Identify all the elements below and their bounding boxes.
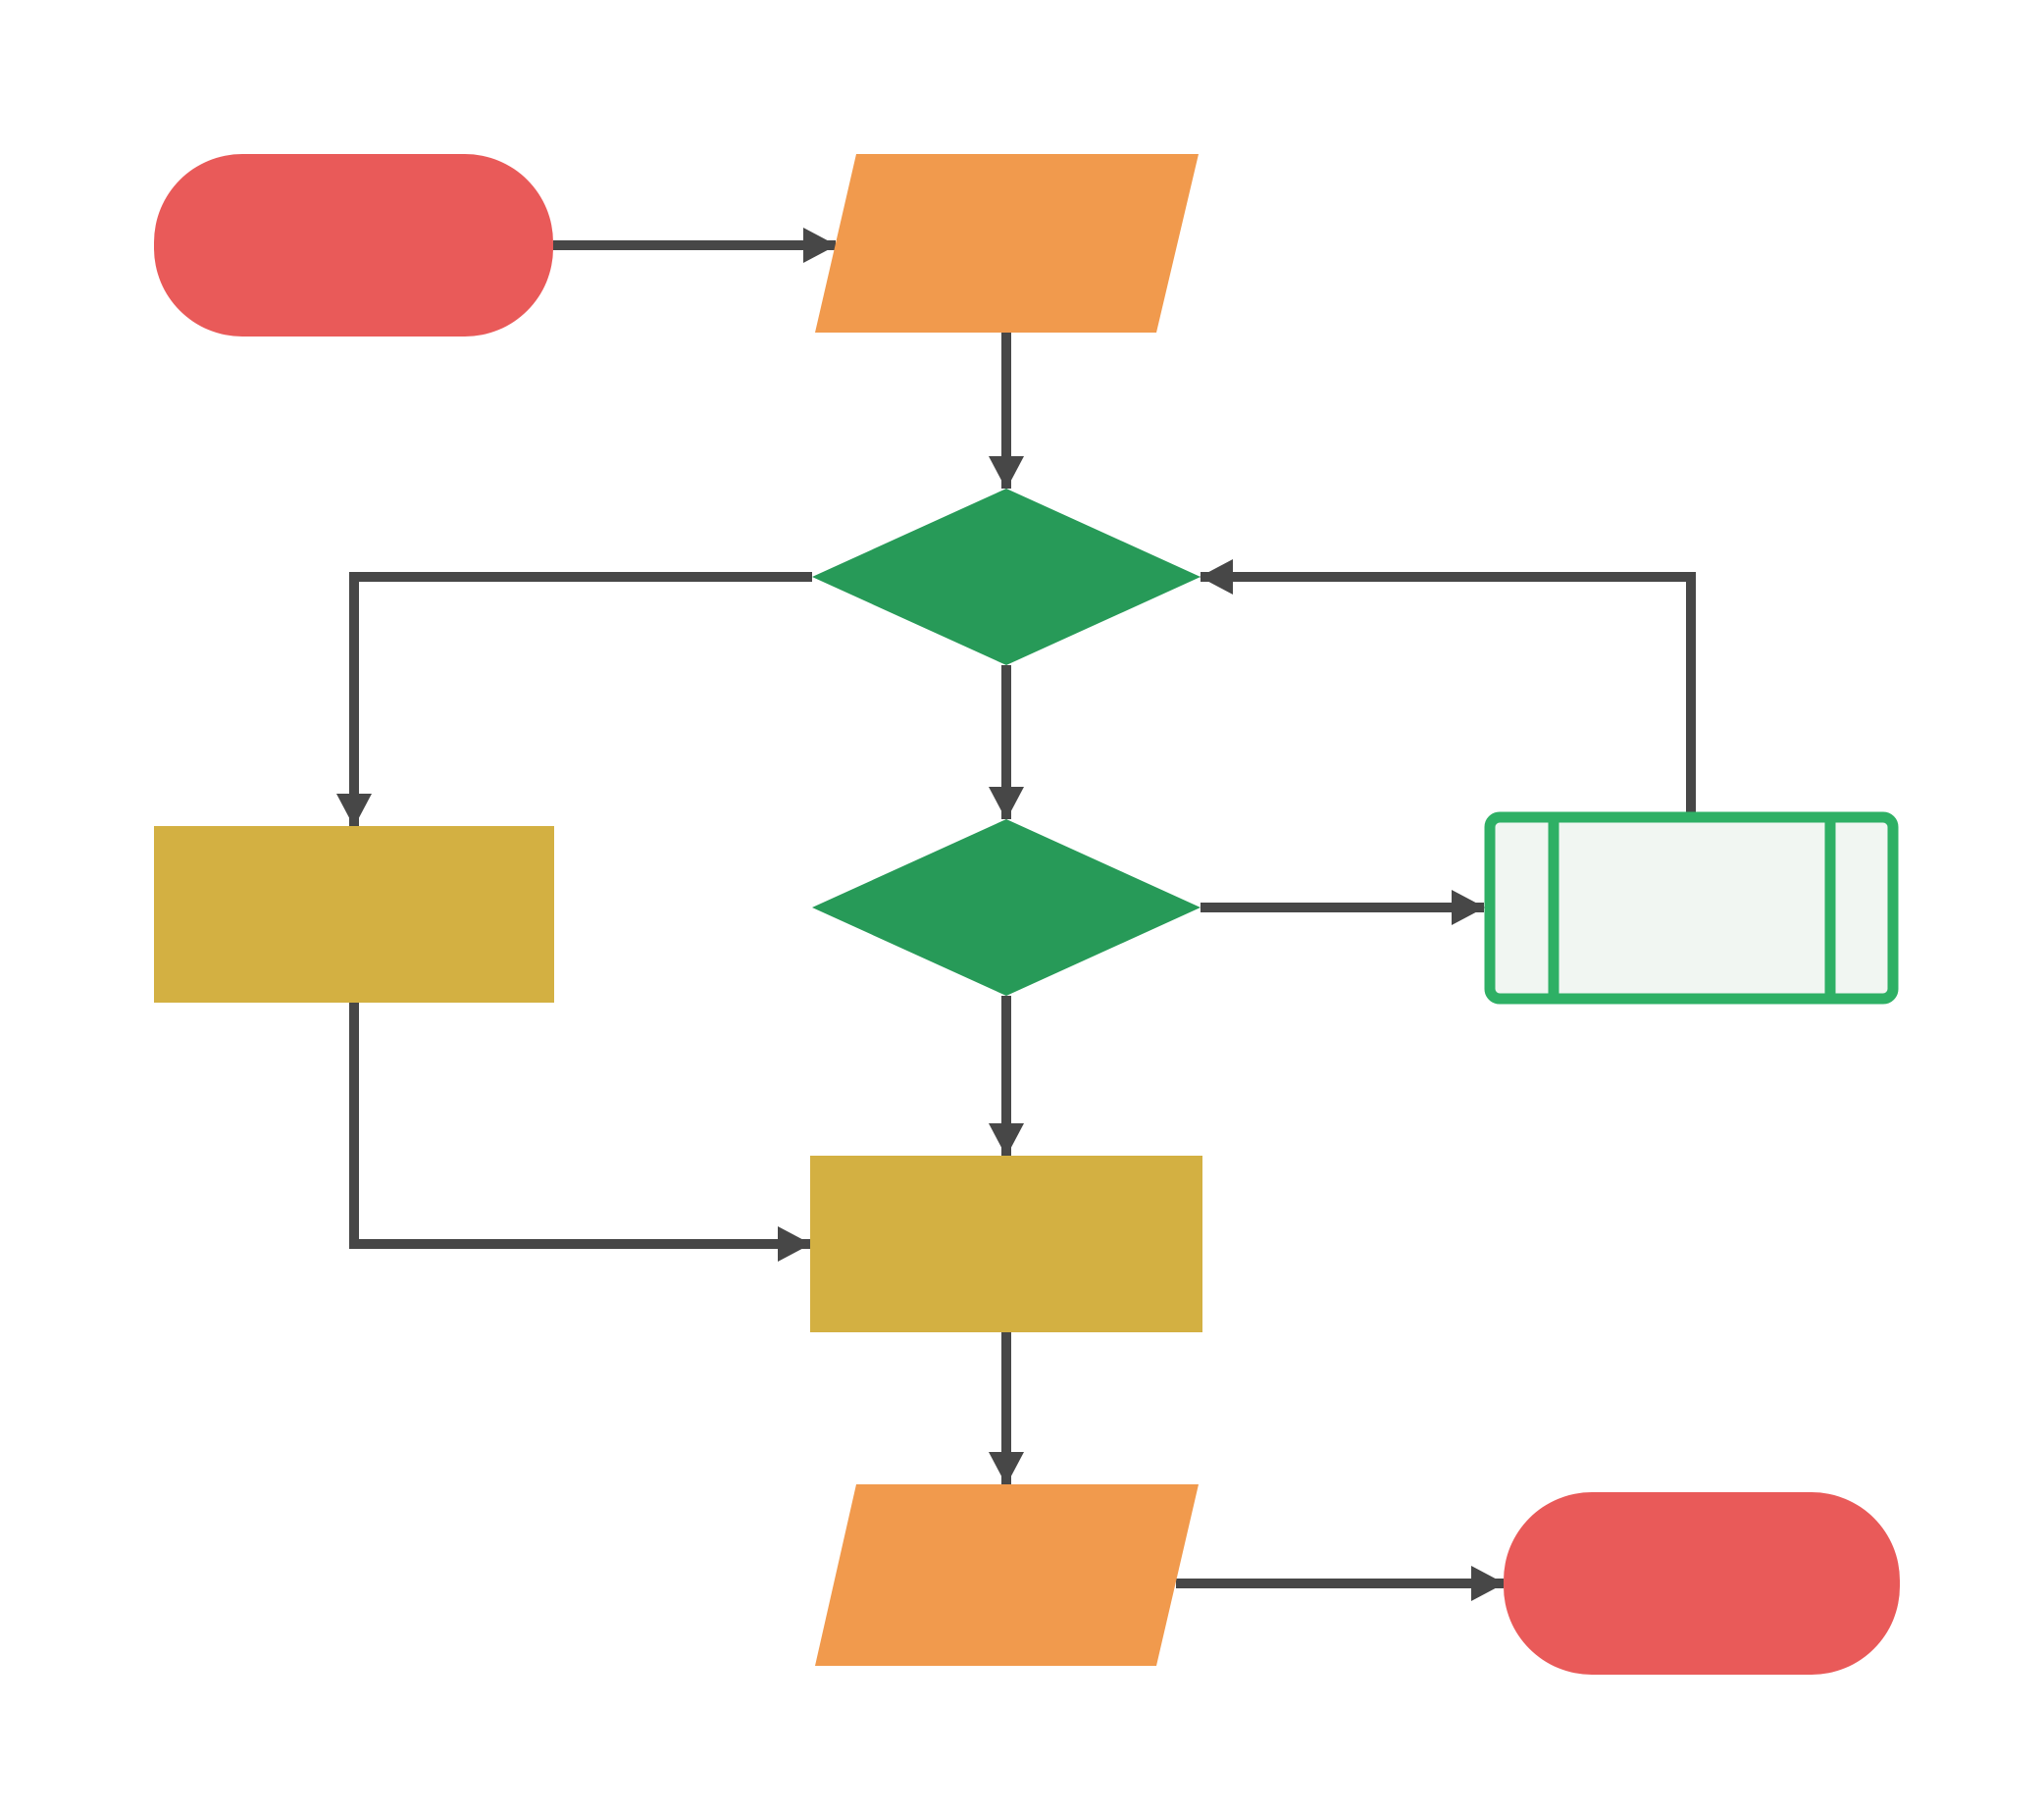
edge-decision-1-process-left <box>336 572 812 827</box>
node-output-parallelogram[interactable] <box>815 1484 1199 1666</box>
node-subroutine[interactable] <box>1484 811 1899 1005</box>
node-input-parallelogram[interactable] <box>815 154 1199 333</box>
node-process-center-rect[interactable] <box>810 1156 1202 1332</box>
node-end-terminator[interactable] <box>1504 1492 1900 1675</box>
edge-process-left-process-center <box>349 1003 811 1262</box>
subroutine-body[interactable] <box>1484 811 1899 1005</box>
edge-subroutine-decision-1 <box>1200 559 1696 817</box>
node-decision-1-diamond[interactable] <box>812 489 1201 665</box>
node-start-terminator[interactable] <box>154 154 553 337</box>
node-process-left-rect[interactable] <box>154 826 554 1003</box>
node-decision-2-diamond[interactable] <box>812 819 1201 996</box>
edges-layer <box>336 228 1696 1601</box>
nodes-layer <box>154 154 1900 1675</box>
